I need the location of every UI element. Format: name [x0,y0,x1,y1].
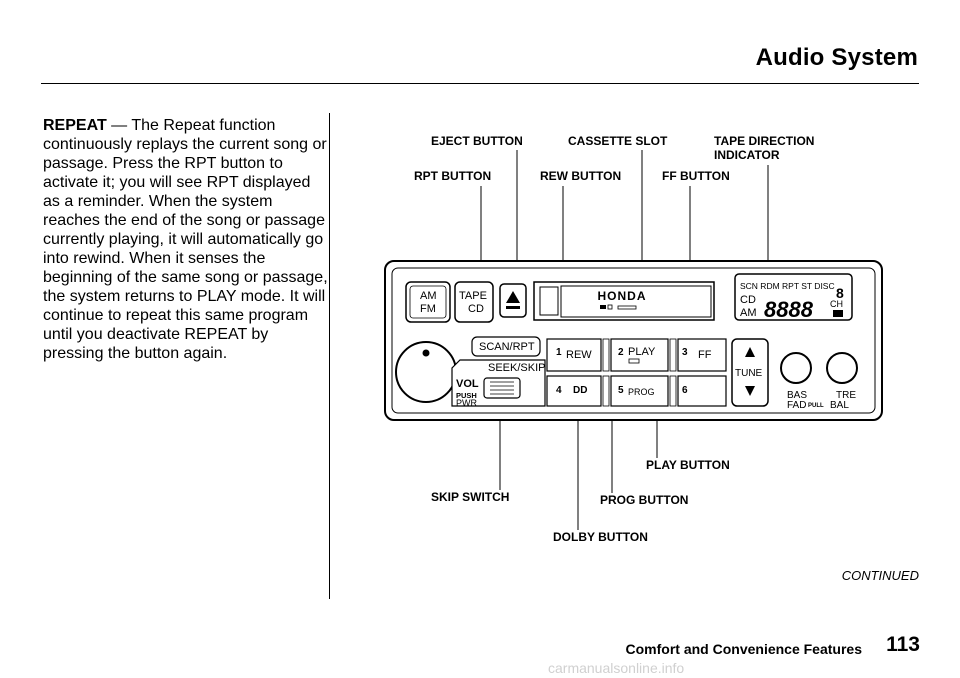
svg-text:FM: FM [420,303,436,315]
svg-text:CD: CD [740,294,756,306]
svg-text:CH: CH [830,299,843,309]
eject-button[interactable] [499,283,527,318]
display-digits: 8888 [764,297,814,322]
preset-3-ff-button[interactable]: 3 FF [677,338,727,372]
svg-text:CD: CD [468,303,484,315]
svg-text:AM: AM [740,307,757,319]
am-fm-button[interactable]: AM FM [405,281,451,323]
seek-skip-switch[interactable]: SEEK/SKIP VOL PUSH PWR [451,359,546,408]
svg-text:PROG: PROG [628,387,655,397]
svg-text:BAS: BAS [787,390,807,401]
svg-text:1: 1 [556,347,562,358]
svg-text:6: 6 [682,385,688,396]
svg-text:VOL: VOL [456,378,479,390]
svg-text:TUNE: TUNE [735,368,763,379]
header-divider [41,83,919,84]
preset-4-dolby-button[interactable]: 4 DD [546,375,602,407]
callout-tape-direction: TAPE DIRECTION [714,134,814,148]
lcd-display: SCN RDM RPT ST DISC CD AM 8888 CH 8 [734,273,853,322]
column-divider [329,113,330,599]
page-title: Audio System [755,44,918,71]
callout-rew: REW BUTTON [540,169,621,183]
tune-up-icon [745,347,755,357]
display-indicators: SCN RDM RPT ST DISC [740,281,835,291]
callout-skip: SKIP SWITCH [431,490,509,504]
callout-ff: FF BUTTON [662,169,730,183]
svg-text:4: 4 [556,385,562,396]
svg-text:SCAN/RPT: SCAN/RPT [479,341,535,353]
continued-note: CONTINUED [841,568,919,583]
treble-balance-knob[interactable] [826,352,858,384]
svg-text:PUSH: PUSH [456,391,477,400]
tune-rocker[interactable]: TUNE [731,338,769,407]
scan-rpt-button[interactable]: SCAN/RPT [471,336,541,357]
svg-text:DD: DD [573,385,587,396]
watermark: carmanualsonline.info [548,660,685,676]
callout-tape-direction-2: INDICATOR [714,148,780,162]
callout-prog: PROG BUTTON [600,493,688,507]
radio-panel: AM FM TAPE CD HONDA SCN RDM RPT S [384,260,883,421]
repeat-description: REPEAT — The Repeat function continuousl… [43,116,328,363]
bass-fader-knob[interactable] [780,352,812,384]
svg-text:PLAY: PLAY [628,346,656,358]
tune-down-icon [745,386,755,396]
tape-cd-button[interactable]: TAPE CD [454,281,494,323]
callout-cassette: CASSETTE SLOT [568,134,668,148]
repeat-term: REPEAT [43,117,107,134]
preset-2-play-button[interactable]: 2 PLAY [610,338,669,372]
svg-text:BAL: BAL [830,400,849,411]
svg-text:8: 8 [836,285,844,301]
svg-text:FAD: FAD [787,400,806,411]
callout-eject: EJECT BUTTON [431,134,523,148]
volume-knob[interactable] [395,341,457,403]
svg-text:TRE: TRE [836,390,856,401]
svg-text:PWR: PWR [456,398,477,408]
callout-play: PLAY BUTTON [646,458,730,472]
svg-text:2: 2 [618,347,624,358]
svg-text:PULL: PULL [808,403,824,409]
svg-text:5: 5 [618,385,624,396]
svg-text:SEEK/SKIP: SEEK/SKIP [488,362,545,374]
section-title: Comfort and Convenience Features [625,641,863,657]
page-number: 113 [886,633,920,656]
callout-rpt: RPT BUTTON [414,169,491,183]
repeat-body: — The Repeat function continuously repla… [43,117,328,362]
svg-text:TAPE: TAPE [459,290,487,302]
preset-1-rew-button[interactable]: 1 REW [546,338,602,372]
honda-logo: HONDA [598,289,647,303]
preset-6-button[interactable]: 6 [677,375,727,407]
svg-text:REW: REW [566,349,592,361]
preset-5-prog-button[interactable]: 5 PROG [610,375,669,407]
svg-text:3: 3 [682,347,688,358]
callout-dolby: DOLBY BUTTON [553,530,648,544]
svg-text:FF: FF [698,349,712,361]
eject-icon [506,291,520,303]
cassette-slot: HONDA [533,281,715,321]
svg-text:AM: AM [420,290,437,302]
